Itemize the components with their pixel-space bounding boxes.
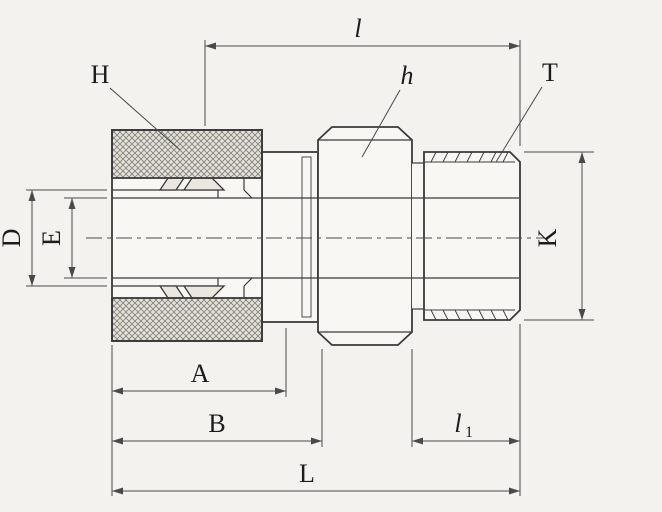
dim-l1: l 1 [411, 349, 520, 447]
dim-E: E [37, 197, 107, 279]
label-L: L [299, 459, 315, 488]
dim-h: h [361, 61, 414, 158]
dim-L-arrow-left [112, 487, 123, 495]
bore-lines [112, 197, 519, 279]
nut-outline [111, 129, 263, 342]
dim-H: H [91, 60, 181, 151]
body-relief-groove [301, 156, 312, 318]
label-E: E [37, 230, 66, 246]
label-h: h [401, 61, 414, 90]
nut-hatch-bottom [111, 297, 263, 342]
dim-K-arrow-bottom [578, 309, 586, 320]
dim-l-arrow-left [205, 42, 216, 50]
part-thread [412, 151, 521, 321]
dim-E-arrow-top [68, 198, 76, 209]
label-l: l [354, 14, 361, 43]
body-nose-chamfer-bottom [243, 277, 253, 287]
label-D: D [0, 229, 26, 248]
dim-H-leader [109, 87, 181, 151]
dim-h-leader [361, 89, 401, 158]
dim-B: B [112, 349, 323, 447]
dim-E-arrow-bottom [68, 267, 76, 278]
label-K: K [533, 228, 562, 247]
dim-l1-arrow-right [509, 437, 520, 445]
part-body-hex [317, 126, 413, 346]
thread-outline [423, 151, 521, 321]
dim-K: K [524, 151, 594, 321]
nut-hatch-top [111, 129, 263, 179]
thread-crest-marks [430, 151, 509, 321]
dim-l: l [204, 14, 521, 146]
dim-A-arrow-right [275, 387, 286, 395]
label-H: H [91, 60, 110, 89]
label-B: B [208, 409, 225, 438]
body-hex-outline [317, 126, 413, 346]
thread-undercut-fill [412, 163, 425, 309]
part-body-neck [261, 151, 319, 323]
dim-D-arrow-top [28, 190, 36, 201]
label-T: T [542, 58, 558, 87]
dim-B-arrow-left [112, 437, 123, 445]
dim-D: D [0, 189, 107, 287]
part-nut [111, 129, 263, 342]
dim-D-arrow-bottom [28, 275, 36, 286]
dim-l1-arrow-left [412, 437, 423, 445]
dim-A: A [112, 328, 287, 397]
dim-T: T [495, 58, 558, 163]
dim-l-arrow-right [509, 42, 520, 50]
body-neck [261, 151, 319, 323]
dim-B-arrow-right [311, 437, 322, 445]
dim-K-arrow-top [578, 152, 586, 163]
label-l1-subscript: 1 [465, 424, 473, 441]
dim-A-arrow-left [112, 387, 123, 395]
dim-L: L [112, 459, 520, 495]
dim-L-arrow-right [509, 487, 520, 495]
body-nose-chamfer-top [243, 189, 253, 199]
label-A: A [191, 359, 210, 388]
label-l1: l [454, 409, 461, 438]
dim-T-leader [495, 86, 543, 163]
